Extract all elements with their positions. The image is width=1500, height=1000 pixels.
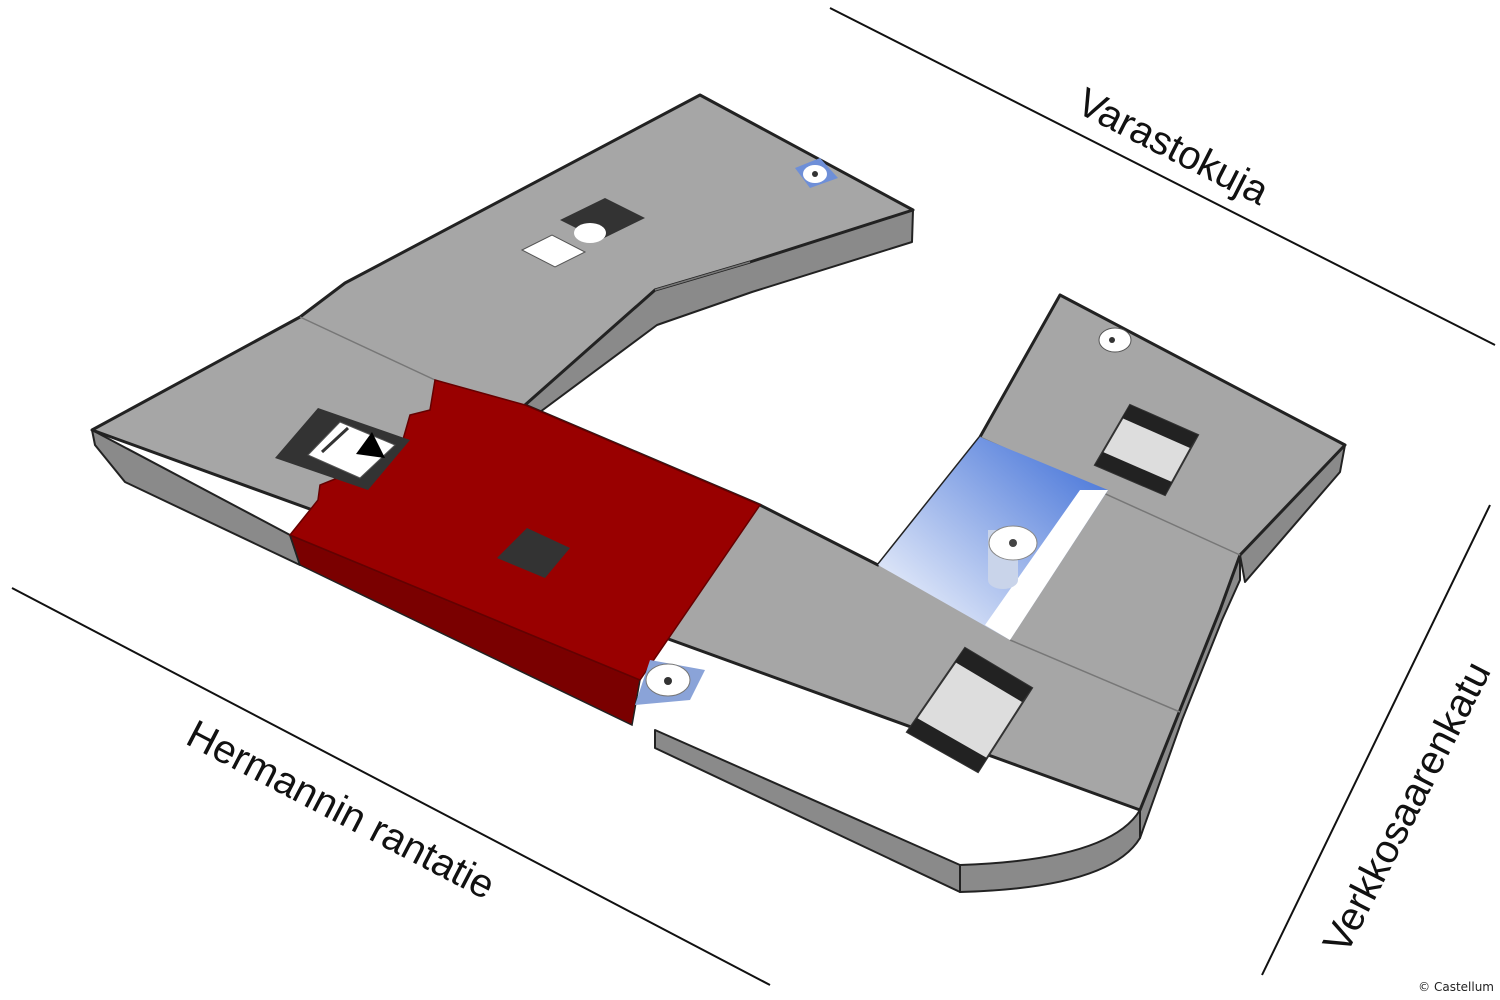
stair-core-south bbox=[905, 646, 1034, 774]
elevator-icon-south bbox=[635, 660, 705, 705]
street-line-east bbox=[1261, 504, 1491, 976]
courtyard-walkway bbox=[985, 490, 1108, 640]
courtyard-elevator-icon bbox=[988, 525, 1038, 589]
entrance-marker-icon bbox=[356, 432, 385, 458]
shaft bbox=[497, 528, 570, 578]
street-line-south bbox=[11, 587, 771, 986]
street-line-north bbox=[829, 7, 1496, 346]
elevator-icon-north bbox=[795, 158, 838, 188]
building-floor bbox=[90, 93, 1347, 812]
stair-core-east bbox=[1093, 403, 1200, 497]
stair-core-north bbox=[520, 198, 645, 268]
elevator-icon-east bbox=[1098, 327, 1132, 353]
copyright: © Castellum bbox=[1418, 980, 1494, 994]
